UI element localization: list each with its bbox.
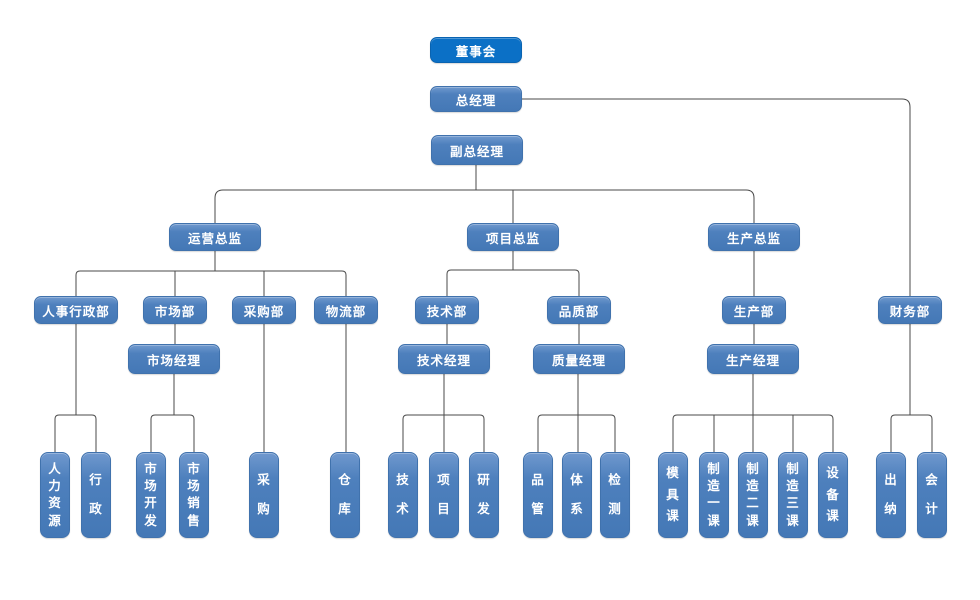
node-label: 仓库 [338, 473, 352, 517]
node-label: 总经理 [455, 93, 497, 108]
org-node-system[interactable]: 体系 [562, 452, 592, 538]
node-label: 检测 [608, 473, 622, 517]
node-label: 模具课 [666, 466, 680, 524]
org-node-market-development[interactable]: 市场开发 [136, 452, 166, 538]
node-label: 生产部 [733, 304, 775, 319]
org-node-purchasing-dept[interactable]: 采购部 [232, 296, 296, 324]
org-node-purchasing[interactable]: 采购 [249, 452, 279, 538]
org-node-accounting[interactable]: 会计 [917, 452, 947, 538]
node-label: 人力资源 [48, 461, 62, 528]
org-node-quality-manager[interactable]: 质量经理 [533, 344, 625, 374]
org-node-equipment-section[interactable]: 设备课 [818, 452, 848, 538]
node-label: 技术 [396, 473, 410, 517]
org-node-operations-director[interactable]: 运营总监 [169, 223, 261, 251]
node-label: 市场销售 [187, 461, 201, 528]
org-node-mold-section[interactable]: 模具课 [658, 452, 688, 538]
node-label: 董事会 [455, 44, 497, 59]
org-node-market-sales[interactable]: 市场销售 [179, 452, 209, 538]
node-label: 人事行政部 [42, 304, 110, 319]
org-node-finance-dept[interactable]: 财务部 [878, 296, 942, 324]
node-label: 体系 [570, 473, 584, 517]
node-label: 质量经理 [551, 353, 606, 368]
org-node-admin[interactable]: 行政 [81, 452, 111, 538]
org-node-quality-control[interactable]: 品管 [523, 452, 553, 538]
org-node-technology[interactable]: 技术 [388, 452, 418, 538]
node-label: 制造二课 [746, 461, 760, 528]
org-node-manufacturing-1[interactable]: 制造一课 [699, 452, 729, 538]
org-node-board[interactable]: 董事会 [430, 37, 522, 63]
node-label: 市场经理 [146, 353, 201, 368]
org-node-tech-manager[interactable]: 技术经理 [398, 344, 490, 374]
org-node-project-director[interactable]: 项目总监 [467, 223, 559, 251]
node-label: 物流部 [325, 304, 367, 319]
org-node-hr-admin-dept[interactable]: 人事行政部 [34, 296, 118, 324]
org-node-production-director[interactable]: 生产总监 [708, 223, 800, 251]
node-label: 技术经理 [416, 353, 471, 368]
node-label: 行政 [89, 473, 103, 517]
org-node-logistics-dept[interactable]: 物流部 [314, 296, 378, 324]
org-node-marketing-dept[interactable]: 市场部 [143, 296, 207, 324]
org-node-human-resources[interactable]: 人力资源 [40, 452, 70, 538]
node-label: 生产经理 [725, 353, 780, 368]
org-node-deputy-general-manager[interactable]: 副总经理 [431, 135, 523, 165]
org-node-project[interactable]: 项目 [429, 452, 459, 538]
node-label: 制造三课 [786, 461, 800, 528]
org-node-manufacturing-2[interactable]: 制造二课 [738, 452, 768, 538]
node-label: 项目 [437, 473, 451, 517]
org-node-rnd[interactable]: 研发 [469, 452, 499, 538]
node-label: 采购 [257, 473, 271, 517]
node-label: 研发 [477, 473, 491, 517]
org-node-manufacturing-3[interactable]: 制造三课 [778, 452, 808, 538]
node-label: 市场部 [154, 304, 196, 319]
node-label: 设备课 [826, 466, 840, 524]
org-node-cashier[interactable]: 出纳 [876, 452, 906, 538]
node-label: 项目总监 [485, 231, 540, 246]
org-node-inspection[interactable]: 检测 [600, 452, 630, 538]
node-label: 运营总监 [187, 231, 242, 246]
org-node-quality-dept[interactable]: 品质部 [547, 296, 611, 324]
node-label: 财务部 [889, 304, 931, 319]
org-node-warehouse[interactable]: 仓库 [330, 452, 360, 538]
node-label: 品质部 [558, 304, 600, 319]
org-node-tech-dept[interactable]: 技术部 [415, 296, 479, 324]
org-node-general-manager[interactable]: 总经理 [430, 86, 522, 112]
node-label: 采购部 [243, 304, 285, 319]
node-label: 会计 [925, 473, 939, 517]
org-node-production-dept[interactable]: 生产部 [722, 296, 786, 324]
node-label: 制造一课 [707, 461, 721, 528]
org-node-production-manager[interactable]: 生产经理 [707, 344, 799, 374]
node-label: 品管 [531, 473, 545, 517]
node-label: 市场开发 [144, 461, 158, 528]
node-label: 出纳 [884, 473, 898, 517]
node-label: 生产总监 [726, 231, 781, 246]
org-node-marketing-manager[interactable]: 市场经理 [128, 344, 220, 374]
node-label: 技术部 [426, 304, 468, 319]
node-label: 副总经理 [449, 144, 504, 159]
